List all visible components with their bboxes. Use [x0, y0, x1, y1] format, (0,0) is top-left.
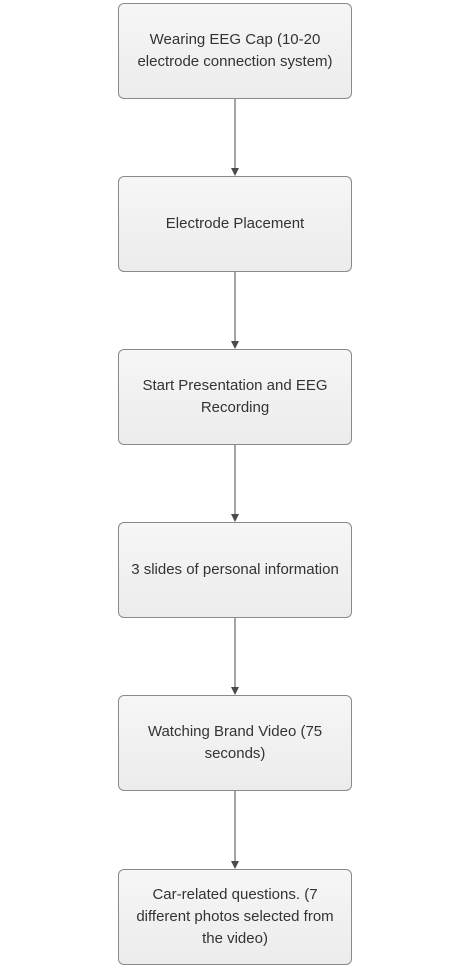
step-box-electrode-placement: Electrode Placement — [118, 176, 352, 272]
step-label-electrode-placement: Electrode Placement — [165, 215, 305, 232]
step-label-brand-video: Watching Brand Video (75 seconds) — [147, 723, 323, 762]
step-label-start-recording: Start Presentation and EEG Recording — [142, 377, 328, 416]
step-box-personal-information: 3 slides of personal information — [118, 522, 352, 618]
step-box-brand-video: Watching Brand Video (75 seconds) — [118, 695, 352, 791]
step-box-eeg-cap: Wearing EEG Cap (10-20 electrode connect… — [118, 3, 352, 99]
step-label-eeg-cap: Wearing EEG Cap (10-20 electrode connect… — [137, 31, 333, 70]
step-box-start-recording: Start Presentation and EEG Recording — [118, 349, 352, 445]
step-label-personal-information: 3 slides of personal information — [131, 561, 339, 578]
step-box-car-questions: Car-related questions. (7 different phot… — [118, 869, 352, 965]
step-label-car-questions: Car-related questions. (7 different phot… — [136, 886, 334, 947]
